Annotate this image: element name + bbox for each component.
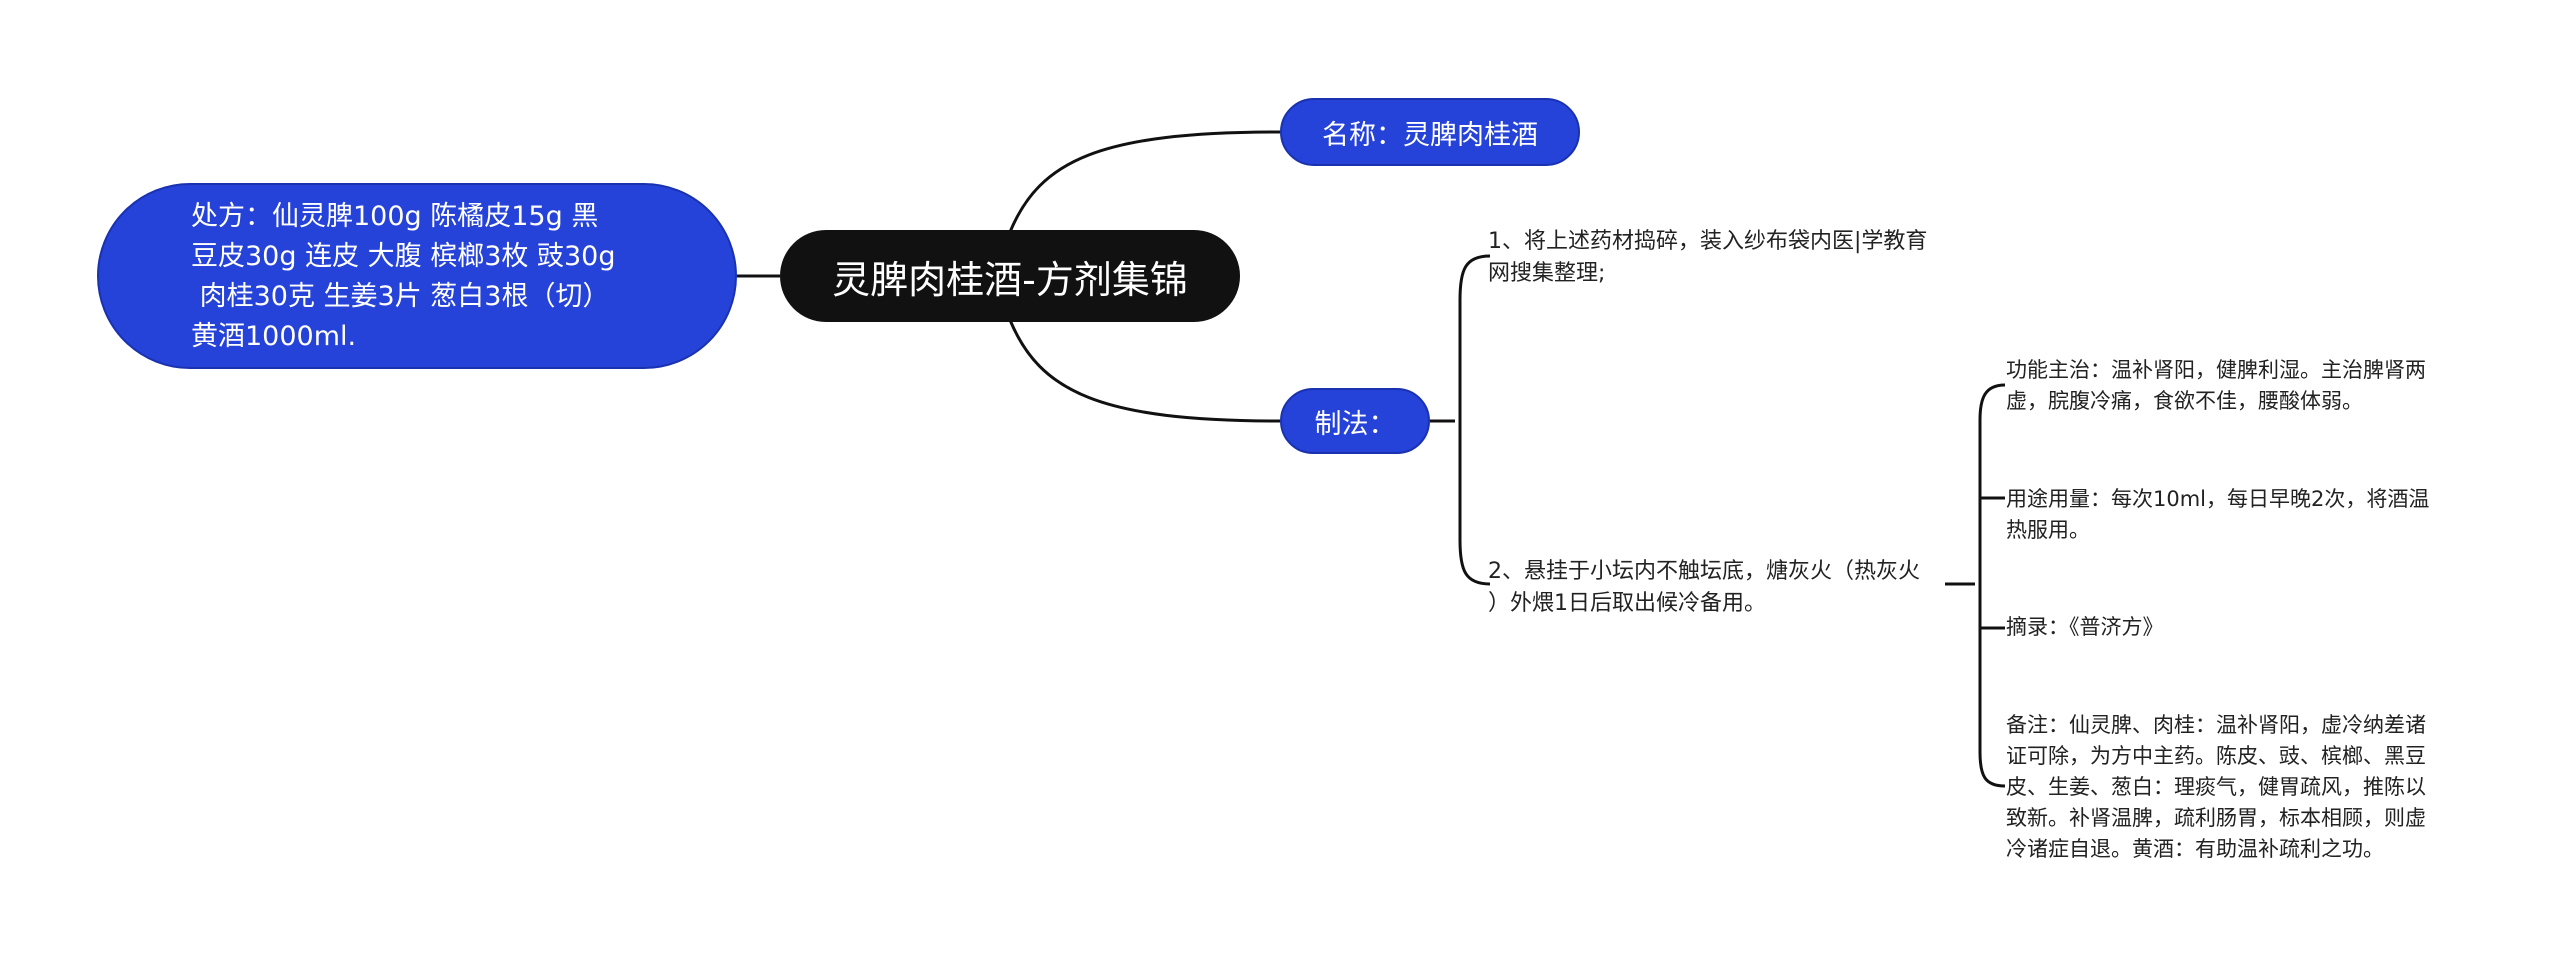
detail-line: 功能主治：温补肾阳，健脾利湿。主治脾肾两 — [2006, 358, 2426, 382]
detail-line: 虚，脘腹冷痛，食欲不佳，腰酸体弱。 — [2006, 389, 2363, 413]
name-label: 名称：灵脾肉桂酒 — [1322, 119, 1538, 151]
detail-line: 热服用。 — [2006, 518, 2090, 542]
detail-line: 冷诸症自退。黄酒：有助温补疏利之功。 — [2006, 837, 2384, 861]
step-line: 网搜集整理; — [1488, 261, 1606, 286]
detail-source: 摘录：《普济方》 — [2006, 612, 2476, 643]
step-line: 1、将上述药材捣碎，装入纱布袋内医|学教育 — [1488, 229, 1928, 254]
link-root-name — [1008, 130, 1281, 233]
link-root-method — [1008, 319, 1281, 423]
detail-function: 功能主治：温补肾阳，健脾利湿。主治脾肾两 虚，脘腹冷痛，食欲不佳，腰酸体弱。 — [2006, 355, 2476, 417]
detail-line: 用途用量：每次10ml，每日早晚2次，将酒温 — [2006, 487, 2430, 511]
method-step-1: 1、将上述药材捣碎，装入纱布袋内医|学教育 网搜集整理; — [1488, 226, 1958, 290]
method-step-2: 2、悬挂于小坛内不触坛底，煻灰火（热灰火 ）外煨1日后取出候冷备用。 — [1488, 556, 1958, 620]
root-node[interactable]: 灵脾肉桂酒-方剂集锦 — [780, 230, 1240, 322]
step-line: 2、悬挂于小坛内不触坛底，煻灰火（热灰火 — [1488, 559, 1920, 584]
formula-line: 豆皮30g 连皮 大腹 槟榔3枚 豉30g — [191, 241, 616, 272]
formula-line: 黄酒1000ml. — [191, 321, 357, 352]
detail-usage: 用途用量：每次10ml，每日早晚2次，将酒温 热服用。 — [2006, 484, 2476, 546]
detail-line: 证可除，为方中主药。陈皮、豉、槟榔、黑豆 — [2006, 744, 2426, 768]
name-node[interactable]: 名称：灵脾肉桂酒 — [1280, 98, 1580, 166]
root-title: 灵脾肉桂酒-方剂集锦 — [832, 257, 1188, 302]
method-label: 制法： — [1314, 408, 1396, 440]
detail-line: 摘录：《普济方》 — [2006, 615, 2164, 639]
detail-notes: 备注：仙灵脾、肉桂：温补肾阳，虚冷纳差诸 证可除，为方中主药。陈皮、豉、槟榔、黑… — [2006, 710, 2476, 865]
brace-steps — [1458, 254, 1491, 586]
step-line: ）外煨1日后取出候冷备用。 — [1488, 591, 1766, 616]
formula-line: 处方：仙灵脾100g 陈橘皮15g 黑 — [191, 201, 599, 232]
formula-line: 肉桂30克 生姜3片 葱白3根（切） — [191, 281, 610, 312]
detail-line: 备注：仙灵脾、肉桂：温补肾阳，虚冷纳差诸 — [2006, 713, 2426, 737]
brace-details — [1978, 383, 2006, 788]
formula-node[interactable]: 处方：仙灵脾100g 陈橘皮15g 黑 豆皮30g 连皮 大腹 槟榔3枚 豉30… — [97, 183, 737, 369]
detail-line: 致新。补肾温脾，疏利肠胃，标本相顾，则虚 — [2006, 806, 2426, 830]
method-node[interactable]: 制法： — [1280, 388, 1430, 454]
detail-line: 皮、生姜、葱白：理痰气，健胃疏风，推陈以 — [2006, 775, 2426, 799]
